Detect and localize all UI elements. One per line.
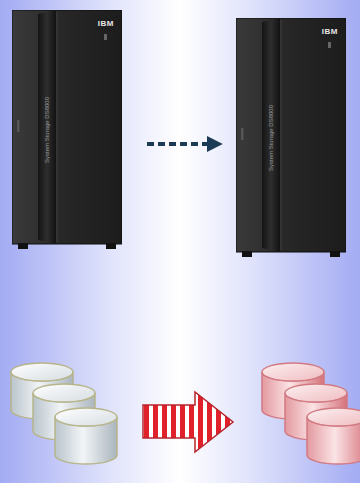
brand-logo: IBM: [98, 20, 114, 28]
brand-logo: IBM: [322, 28, 338, 36]
migration-arrow: [143, 392, 233, 452]
disk-cylinder: [307, 408, 360, 464]
model-label: System Storage DS8000: [268, 105, 274, 171]
source-disks: [11, 363, 117, 464]
cabinet-outline: [236, 18, 346, 258]
model-label: System Storage DS8000: [44, 97, 50, 163]
cabinet-outline: [12, 10, 122, 250]
target-disks: [262, 363, 360, 464]
migration-connector: [147, 142, 210, 146]
storage-cabinet: IBM System Storage DS8000: [12, 10, 122, 250]
storage-cabinet: IBM System Storage DS8000: [236, 18, 346, 258]
disk-cylinder: [55, 408, 117, 464]
